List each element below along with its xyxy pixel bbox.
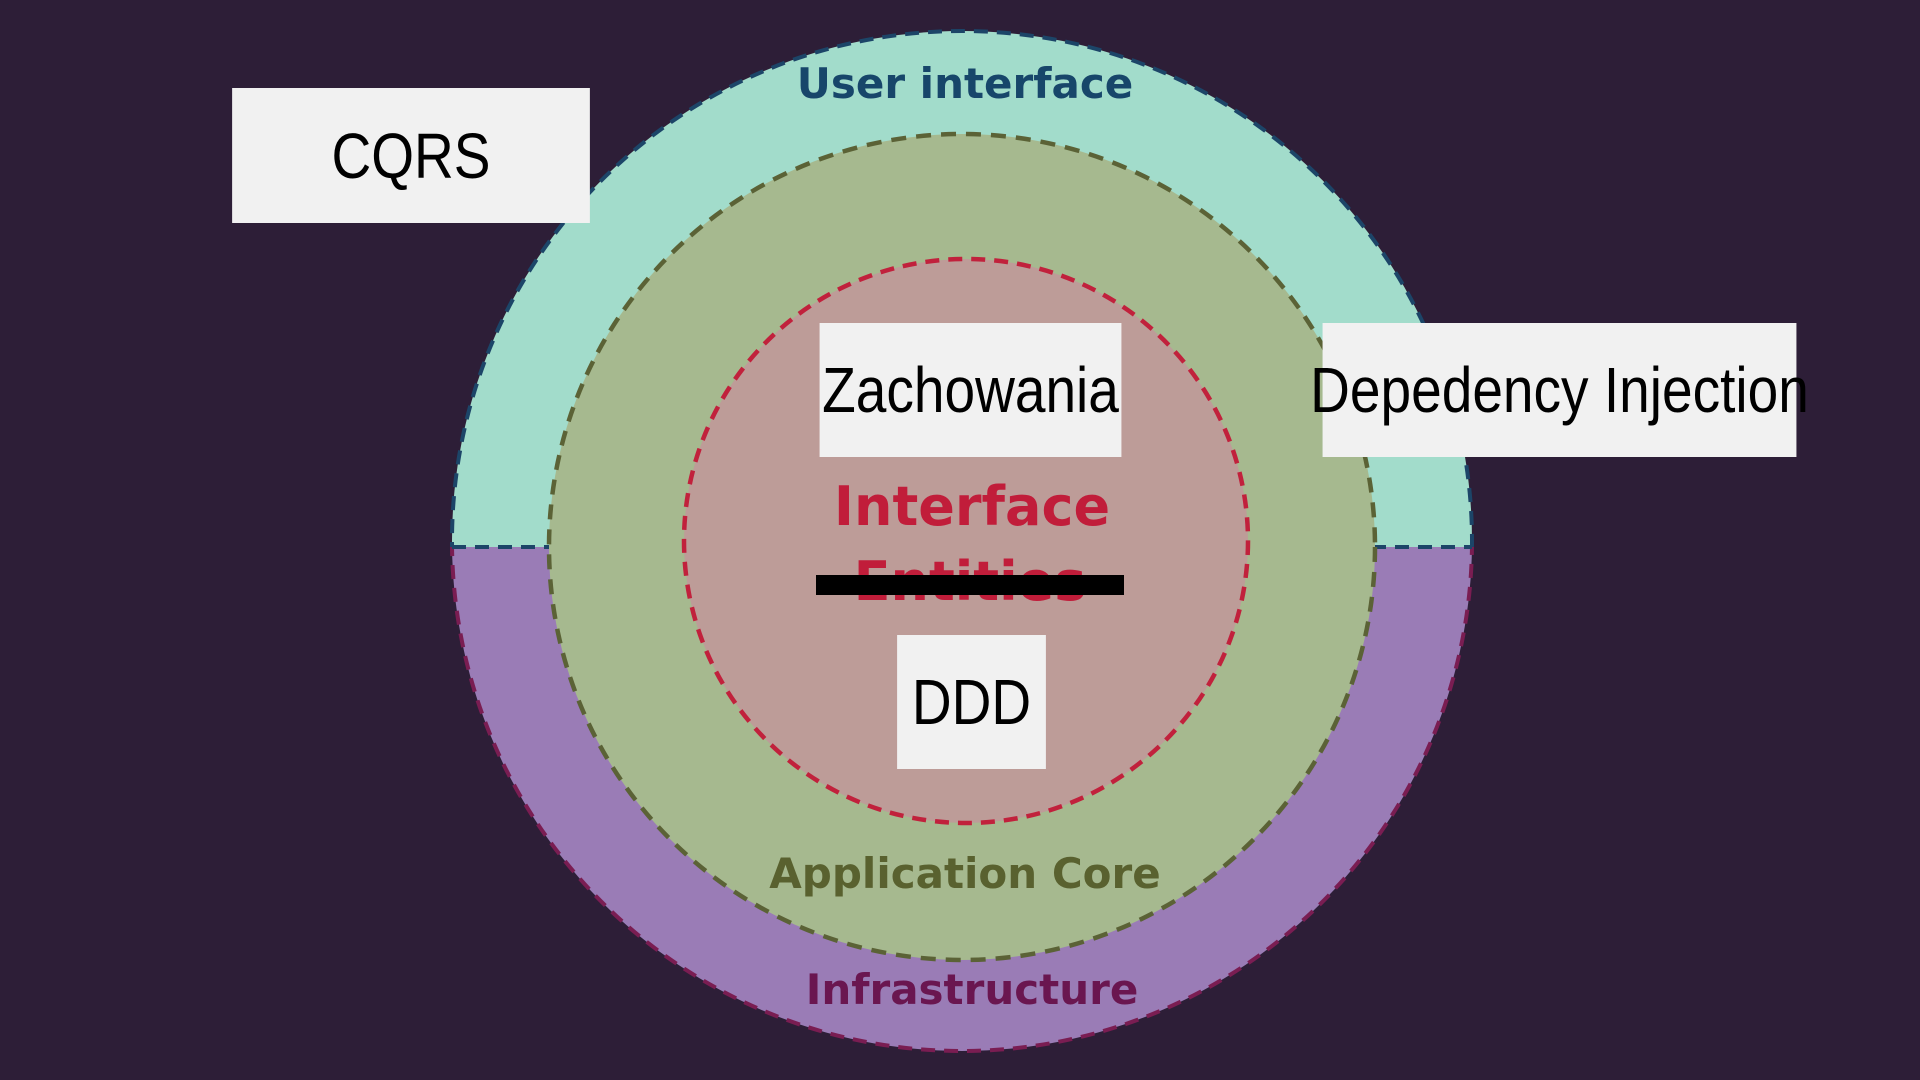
zachowania-callout: Zachowania — [819, 323, 1122, 457]
user-interface-label: User interface — [797, 59, 1134, 108]
infrastructure-label: Infrastructure — [806, 965, 1139, 1014]
cqrs-callout: CQRS — [232, 88, 590, 223]
domain-interface-label: Interface — [834, 475, 1110, 538]
dependency-injection-text: Depedency Injection — [1310, 354, 1809, 426]
cqrs-text: CQRS — [331, 119, 491, 192]
dependency-injection-callout: Depedency Injection — [1310, 323, 1809, 457]
ddd-callout: DDD — [897, 635, 1046, 769]
application-core-label: Application Core — [769, 849, 1160, 898]
strikethrough-bar — [816, 575, 1124, 595]
zachowania-text: Zachowania — [822, 354, 1119, 426]
ddd-text: DDD — [911, 666, 1032, 738]
